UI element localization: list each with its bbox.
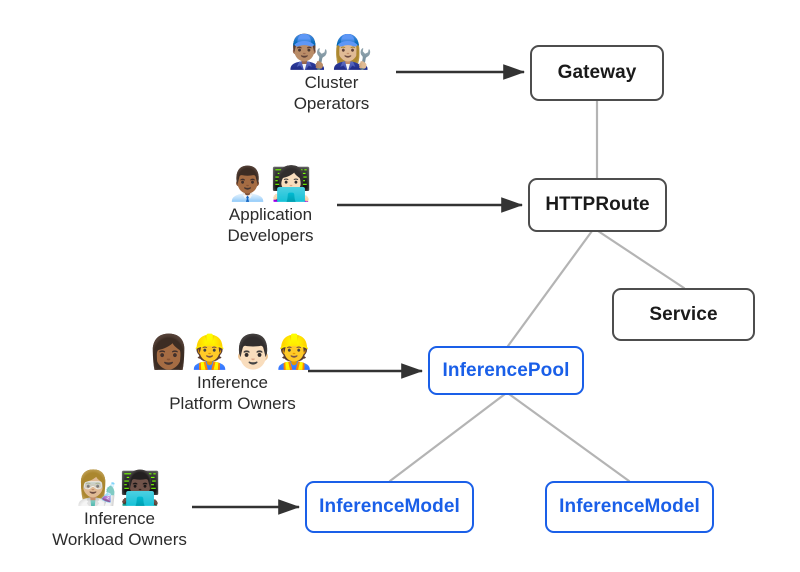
node-label-service: Service	[649, 303, 718, 325]
node-label-inferencepool: InferencePool	[442, 359, 570, 381]
node-label-httproute: HTTPRoute	[545, 194, 650, 215]
node-label-gateway: Gateway	[557, 62, 637, 83]
connector-httproute-service	[596, 229, 686, 290]
woman-scientist-icon: 👩🏼‍🔬	[76, 469, 120, 506]
node-httproute[interactable]: HTTPRoute	[528, 178, 667, 232]
man-mechanic-icon: 👨🏽‍🔧	[288, 33, 332, 70]
woman-technologist-icon: 👩🏻‍💻	[270, 165, 314, 202]
persona-application-developers: 👨🏾‍💼 👩🏻‍💻 Application Developers	[203, 160, 338, 247]
persona-icons: 👩🏾‍👷 👨🏻‍👷	[148, 328, 316, 368]
man-construction-worker-icon: 👨🏻‍👷	[232, 333, 317, 370]
connector-inferencepool-inferencemodel-1	[388, 392, 507, 483]
woman-construction-worker-icon: 👩🏾‍👷	[148, 333, 233, 370]
node-label-inferencemodel-2: InferenceModel	[559, 496, 700, 517]
woman-mechanic-icon: 👩🏼‍🔧	[331, 33, 375, 70]
persona-inference-workload-owners: 👩🏼‍🔬 👨🏿‍💻 Inference Workload Owners	[42, 464, 197, 551]
persona-icons: 👩🏼‍🔬 👨🏿‍💻	[76, 464, 162, 504]
persona-label-cluster-operators: Cluster Operators	[293, 73, 370, 114]
connector-httproute-inferencepool	[506, 229, 594, 348]
persona-cluster-operators: 👨🏽‍🔧 👩🏼‍🔧 Cluster Operators	[264, 28, 399, 115]
node-label-inferencemodel-1: InferenceModel	[319, 496, 460, 517]
connector-inferencepool-inferencemodel-2	[507, 392, 631, 483]
man-office-worker-icon: 👨🏾‍💼	[227, 165, 271, 202]
man-technologist-icon: 👨🏿‍💻	[119, 469, 163, 506]
persona-label-application-developers: Application Developers	[227, 205, 314, 246]
persona-icons: 👨🏽‍🔧 👩🏼‍🔧	[288, 28, 374, 68]
persona-icons: 👨🏾‍💼 👩🏻‍💻	[227, 160, 313, 200]
node-inferencemodel-2[interactable]: InferenceModel	[545, 481, 714, 533]
node-inferencemodel-1[interactable]: InferenceModel	[305, 481, 474, 533]
persona-label-inference-platform-owners: Inference Platform Owners	[169, 373, 296, 414]
node-gateway[interactable]: Gateway	[530, 45, 664, 101]
persona-label-inference-workload-owners: Inference Workload Owners	[52, 509, 187, 550]
node-service[interactable]: Service	[612, 288, 755, 341]
persona-inference-platform-owners: 👩🏾‍👷 👨🏻‍👷 Inference Platform Owners	[148, 328, 314, 415]
node-inferencepool[interactable]: InferencePool	[428, 346, 584, 395]
